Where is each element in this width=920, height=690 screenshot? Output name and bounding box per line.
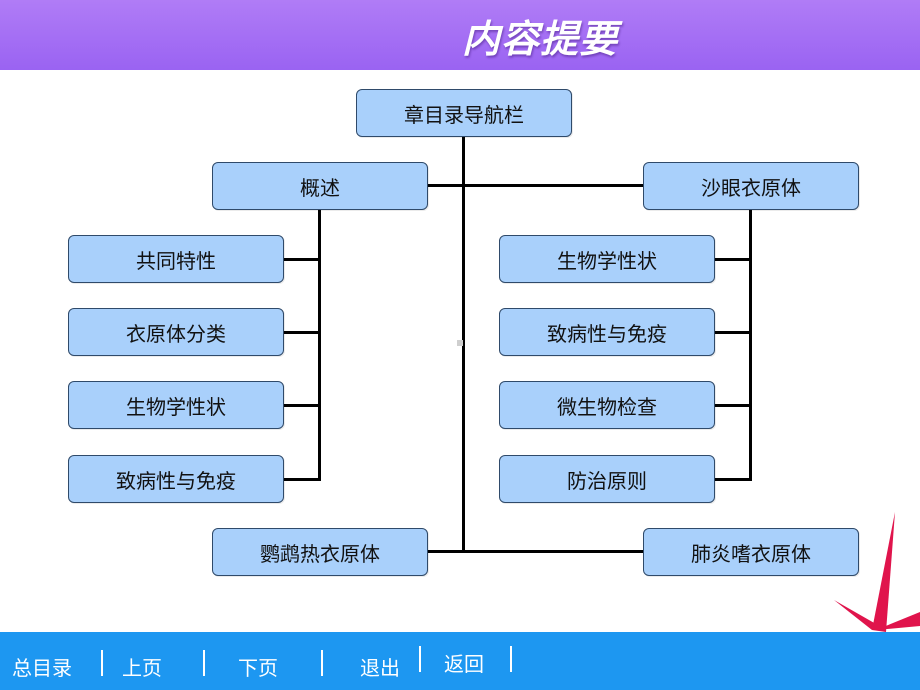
connector-trunk (462, 137, 465, 553)
nav-divider (321, 650, 323, 676)
connector-left-spine (318, 210, 321, 481)
node-left-item-3[interactable]: 生物学性状 (68, 381, 284, 429)
connector-left-item-3 (284, 404, 321, 407)
node-overview[interactable]: 概述 (212, 162, 428, 210)
connector-right-item-1 (715, 258, 752, 261)
nav-previous-page[interactable]: 上页 (122, 656, 162, 680)
connector-left-item-1 (284, 258, 321, 261)
root-node-chapter-nav[interactable]: 章目录导航栏 (356, 89, 572, 137)
connector-right-item-3 (715, 404, 752, 407)
node-right-item-4[interactable]: 防治原则 (499, 455, 715, 503)
node-chlamydia-pneumoniae[interactable]: 肺炎嗜衣原体 (643, 528, 859, 576)
nav-divider (419, 646, 421, 672)
connector-top-horizontal (428, 184, 644, 187)
node-right-item-3[interactable]: 微生物检查 (499, 381, 715, 429)
connector-right-spine (749, 210, 752, 481)
node-left-item-1[interactable]: 共同特性 (68, 235, 284, 283)
nav-divider (203, 650, 205, 676)
connector-right-item-4 (715, 478, 752, 481)
node-left-item-2[interactable]: 衣原体分类 (68, 308, 284, 356)
page-title: 内容提要 (462, 17, 619, 61)
center-marker (457, 340, 463, 346)
nav-exit[interactable]: 退出 (360, 656, 400, 680)
connector-right-item-2 (715, 331, 752, 334)
footer-nav-bar (0, 632, 920, 690)
connector-left-item-2 (284, 331, 321, 334)
node-chlamydia-psittaci[interactable]: 鹦鹉热衣原体 (212, 528, 428, 576)
node-right-item-2[interactable]: 致病性与免疫 (499, 308, 715, 356)
nav-next-page[interactable]: 下页 (238, 656, 278, 680)
node-right-item-1[interactable]: 生物学性状 (499, 235, 715, 283)
node-chlamydia-trachomatis[interactable]: 沙眼衣原体 (643, 162, 859, 210)
connector-bottom-horizontal (428, 550, 644, 553)
connector-left-item-4 (284, 478, 321, 481)
nav-divider (101, 650, 103, 676)
title-bar: 内容提要 (0, 0, 920, 70)
nav-back[interactable]: 返回 (444, 652, 484, 676)
nav-table-of-contents[interactable]: 总目录 (12, 656, 72, 680)
nav-divider (510, 646, 512, 672)
node-left-item-4[interactable]: 致病性与免疫 (68, 455, 284, 503)
